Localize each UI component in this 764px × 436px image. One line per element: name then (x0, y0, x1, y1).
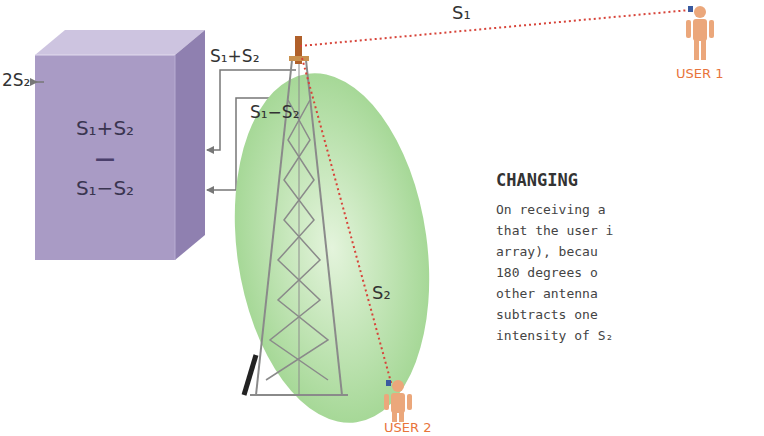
signal-name: S₂ (372, 282, 391, 303)
server-front: S₁+S₂ — S₁−S₂ (35, 55, 175, 260)
node-text: — (95, 146, 115, 170)
output-signal: 2S₂ (2, 70, 30, 90)
beam-line (300, 10, 690, 46)
beam-line (302, 58, 392, 386)
caption-line: that the user i (496, 223, 613, 238)
caption-line: array), becau (496, 244, 598, 259)
user-figure (384, 380, 412, 422)
node-text: S₁+S₂ (76, 116, 134, 140)
caption-line: subtracts one (496, 307, 598, 322)
caption-heading: CHANGING (496, 170, 578, 190)
caption-line: other antenna (496, 286, 598, 301)
user-figure (686, 6, 714, 60)
beam-lobe (213, 60, 450, 435)
signal-name: S₁ (452, 2, 471, 23)
user-label: USER 1 (676, 66, 723, 81)
caption-line: 180 degrees o (496, 265, 598, 280)
dish-antenna (244, 355, 256, 395)
antenna-mount (289, 56, 309, 61)
user-label: USER 2 (384, 420, 431, 435)
signal-name: S₁+S₂ (210, 46, 259, 66)
caption-line: intensity of S₂ (496, 328, 613, 343)
signal-name: S₁−S₂ (250, 102, 299, 122)
server-cabinet (35, 30, 205, 260)
antenna-tower (250, 60, 348, 395)
arrow-head (30, 78, 38, 86)
node-text: S₁−S₂ (76, 176, 134, 200)
caption-line: On receiving a (496, 202, 606, 217)
